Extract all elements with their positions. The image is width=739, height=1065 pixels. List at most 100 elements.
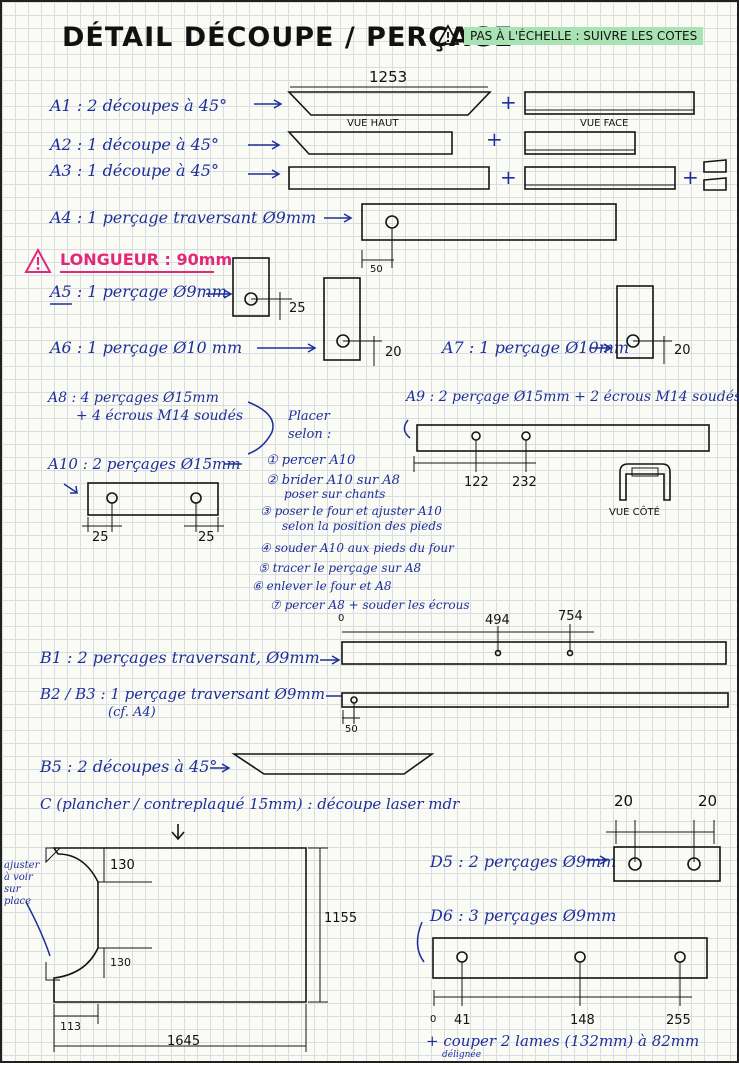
- a9-hole: [521, 431, 531, 441]
- b1-dim-1: 494: [485, 613, 510, 628]
- view-front-label: VUE FACE: [580, 118, 629, 129]
- a4-dim: 50: [370, 264, 383, 275]
- a9-label: A9 : 2 perçage Ø15mm + 2 écrous M14 soud…: [406, 389, 739, 405]
- a4-hole: [385, 215, 399, 229]
- a10-hole: [190, 492, 202, 504]
- a2-label: A2 : 1 découpe à 45°: [50, 135, 219, 154]
- d5-dim-2: 20: [698, 792, 718, 810]
- b1-hole: [494, 649, 502, 657]
- a8-label: A8 : 4 perçages Ø15mm: [48, 390, 219, 406]
- c-label: C (plancher / contreplaqué 15mm) : décou…: [40, 795, 460, 813]
- b1-hole: [566, 649, 574, 657]
- a1-front-view: [524, 91, 695, 115]
- side-view-label: VUE CÔTÉ: [609, 507, 660, 518]
- d5-label: D5 : 2 perçages Ø9mm: [430, 852, 617, 871]
- warning-icon: [24, 247, 52, 277]
- a6-label: A6 : 1 perçage Ø10 mm: [50, 338, 243, 357]
- c-corner-mark: [45, 847, 62, 864]
- a9-dim-2: 232: [512, 475, 537, 490]
- a2-top-view: [287, 131, 453, 155]
- a3-small-piece: [703, 177, 727, 191]
- b23-dim: 50: [345, 724, 358, 735]
- a9-bar: [416, 424, 710, 452]
- a8-label-nuts: + 4 écrous M14 soudés: [76, 408, 244, 424]
- a10-dim-1: 25: [92, 530, 109, 545]
- d6-hole: [674, 951, 686, 963]
- a7-label: A7 : 1 perçage Ø10mm: [442, 338, 630, 357]
- a6-dim: 20: [385, 345, 402, 360]
- a2-front-view: [524, 131, 636, 155]
- b1-bar: [341, 641, 727, 665]
- a3-label: A3 : 1 découpe à 45°: [50, 161, 219, 180]
- b23-ref: (cf. A4): [108, 705, 156, 720]
- a8-bracket: [247, 401, 274, 455]
- step-5: ⑤ tracer le perçage sur A8: [258, 561, 422, 575]
- a4-bar: [361, 203, 617, 241]
- d6-note: + couper 2 lames (132mm) à 82mm: [426, 1032, 700, 1050]
- a1-label: A1 : 2 découpes à 45°: [50, 96, 228, 115]
- a1-top-view: [287, 91, 492, 116]
- step-2: ② brider A10 sur A8: [266, 473, 400, 488]
- d5-dim-1: 20: [614, 792, 634, 810]
- d6-dim-3: 255: [666, 1013, 691, 1028]
- a6-plate: [323, 277, 361, 361]
- step-7: ⑦ percer A8 + souder les écrous: [270, 598, 470, 612]
- b5-label: B5 : 2 découpes à 45°: [40, 757, 218, 776]
- d5-hole: [628, 857, 642, 871]
- length-warning: LONGUEUR : 90mm: [60, 250, 233, 269]
- plus-sign: +: [486, 127, 503, 151]
- step-3-detail: selon la position des pieds: [282, 519, 443, 533]
- d6-hole: [574, 951, 586, 963]
- a5-plate: [232, 257, 270, 317]
- d6-bar: [432, 937, 708, 979]
- a7-dim: 20: [674, 343, 691, 358]
- steps-intro: Placer: [288, 409, 330, 424]
- d6-dim-0: 0: [430, 1014, 437, 1025]
- c-side-note: ajuster à voir sur place: [4, 860, 40, 907]
- a10-label: A10 : 2 perçages Ø15mm: [48, 455, 241, 473]
- d6-dim-2: 148: [570, 1013, 595, 1028]
- d6-label: D6 : 3 perçages Ø9mm: [430, 906, 617, 925]
- a9-side-view: [619, 463, 671, 501]
- a9-hole: [471, 431, 481, 441]
- d6-note-2: délignée: [442, 1050, 482, 1060]
- c-floor-panel: [52, 847, 307, 1003]
- step-4: ④ souder A10 aux pieds du four: [260, 541, 454, 555]
- d5-hole: [687, 857, 701, 871]
- a3-front-view: [524, 166, 676, 190]
- b23-label: B2 / B3 : 1 perçage traversant Ø9mm: [40, 685, 325, 703]
- plus-sign: +: [682, 165, 699, 189]
- d6-dim-1: 41: [454, 1013, 471, 1028]
- a7-plate: [616, 285, 654, 359]
- plus-sign: +: [500, 90, 517, 114]
- a5-label: A5 : 1 perçage Ø9mm: [50, 282, 227, 301]
- c-dim-130-top: 130: [110, 858, 135, 873]
- step-3: ③ poser le four et ajuster A10: [260, 504, 442, 518]
- step-6: ⑥ enlever le four et A8: [252, 579, 392, 593]
- a4-label: A4 : 1 perçage traversant Ø9mm: [50, 208, 317, 227]
- a5-dim: 25: [289, 301, 306, 316]
- a10-dim-2: 25: [198, 530, 215, 545]
- c-dim-1155: 1155: [324, 911, 358, 926]
- b5-piece: [231, 753, 435, 775]
- b1-label: B1 : 2 perçages traversant, Ø9mm: [40, 648, 320, 667]
- warning-icon: [436, 24, 460, 49]
- a3-top-view: [288, 166, 490, 190]
- a3-small-piece: [703, 159, 727, 173]
- d6-hole: [456, 951, 468, 963]
- page-title: DÉTAIL DÉCOUPE / PERÇAGE: [62, 22, 514, 53]
- steps-intro-2: selon :: [288, 427, 332, 442]
- a1-length-dim: 1253: [369, 68, 408, 86]
- b1-dim-2: 754: [558, 609, 583, 624]
- a10-hole: [106, 492, 118, 504]
- step-2-detail: poser sur chants: [284, 487, 386, 501]
- c-dim-130-bottom: 130: [110, 956, 131, 969]
- a10-plate: [87, 482, 219, 516]
- c-dim-113: 113: [60, 1020, 81, 1033]
- step-1: ① percer A10: [266, 453, 356, 468]
- plus-sign: +: [500, 165, 517, 189]
- view-top-label: VUE HAUT: [347, 118, 399, 129]
- d5-plate: [613, 846, 721, 882]
